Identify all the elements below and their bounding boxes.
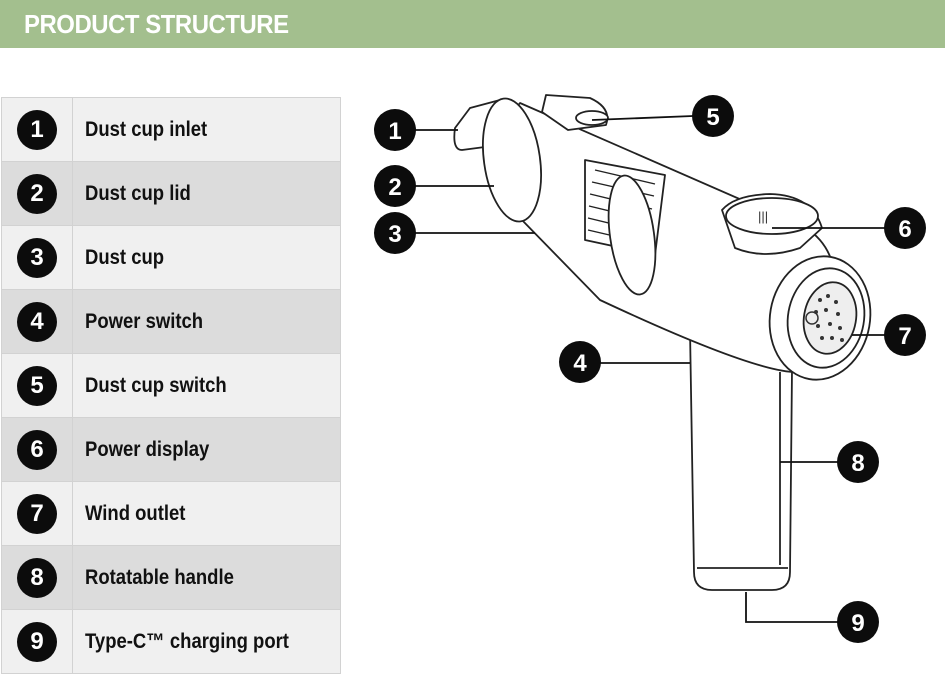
table-row: 9 Type-C™ charging port: [1, 609, 341, 674]
callout-6: 6: [884, 207, 926, 249]
svg-text:1: 1: [388, 118, 401, 145]
svg-text:7: 7: [898, 323, 911, 350]
part-label: Dust cup: [85, 245, 165, 269]
part-label: Dust cup switch: [85, 373, 227, 397]
svg-text:8: 8: [851, 450, 864, 477]
part-label: Dust cup lid: [85, 181, 191, 205]
svg-text:9: 9: [851, 610, 864, 637]
part-label: Power display: [85, 437, 210, 461]
part-number-badge: 8: [17, 557, 57, 598]
part-label: Type-C™ charging port: [85, 629, 289, 653]
svg-text:|||: |||: [758, 209, 768, 224]
part-label: Rotatable handle: [85, 565, 234, 589]
table-row: 7 Wind outlet: [1, 481, 341, 546]
svg-text:5: 5: [706, 104, 719, 131]
table-row: 8 Rotatable handle: [1, 545, 341, 610]
product-illustration: ||| 1 2 3 4 5 6 7 8: [374, 94, 926, 643]
svg-text:2: 2: [388, 174, 401, 201]
part-label: Power switch: [85, 309, 204, 333]
callout-5: 5: [692, 95, 734, 137]
callout-7: 7: [884, 314, 926, 356]
part-number-badge: 6: [17, 429, 57, 470]
table-row: 3 Dust cup: [1, 225, 341, 290]
table-row: 5 Dust cup switch: [1, 353, 341, 418]
callout-8: 8: [837, 441, 879, 483]
part-number-badge: 5: [17, 365, 57, 406]
table-row: 6 Power display: [1, 417, 341, 482]
table-row: 1 Dust cup inlet: [1, 97, 341, 162]
part-label: Dust cup inlet: [85, 117, 208, 141]
callout-2: 2: [374, 165, 416, 207]
svg-text:6: 6: [898, 216, 911, 243]
header-bar: PRODUCT STRUCTURE: [0, 0, 945, 48]
part-number-badge: 1: [17, 109, 57, 150]
part-number-badge: 2: [17, 173, 57, 214]
table-row: 4 Power switch: [1, 289, 341, 354]
part-number-badge: 4: [17, 301, 57, 342]
part-number-badge: 3: [17, 237, 57, 278]
part-number-badge: 9: [17, 621, 57, 662]
callout-1: 1: [374, 109, 416, 151]
parts-table: 1 Dust cup inlet 2 Dust cup lid 3 Dust c…: [1, 97, 341, 674]
svg-text:3: 3: [388, 221, 401, 248]
page-title: PRODUCT STRUCTURE: [24, 9, 289, 39]
callout-9: 9: [837, 601, 879, 643]
callout-3: 3: [374, 212, 416, 254]
table-row: 2 Dust cup lid: [1, 161, 341, 226]
svg-text:4: 4: [573, 350, 587, 377]
callout-4: 4: [559, 341, 601, 383]
part-label: Wind outlet: [85, 501, 186, 525]
part-number-badge: 7: [17, 493, 57, 534]
